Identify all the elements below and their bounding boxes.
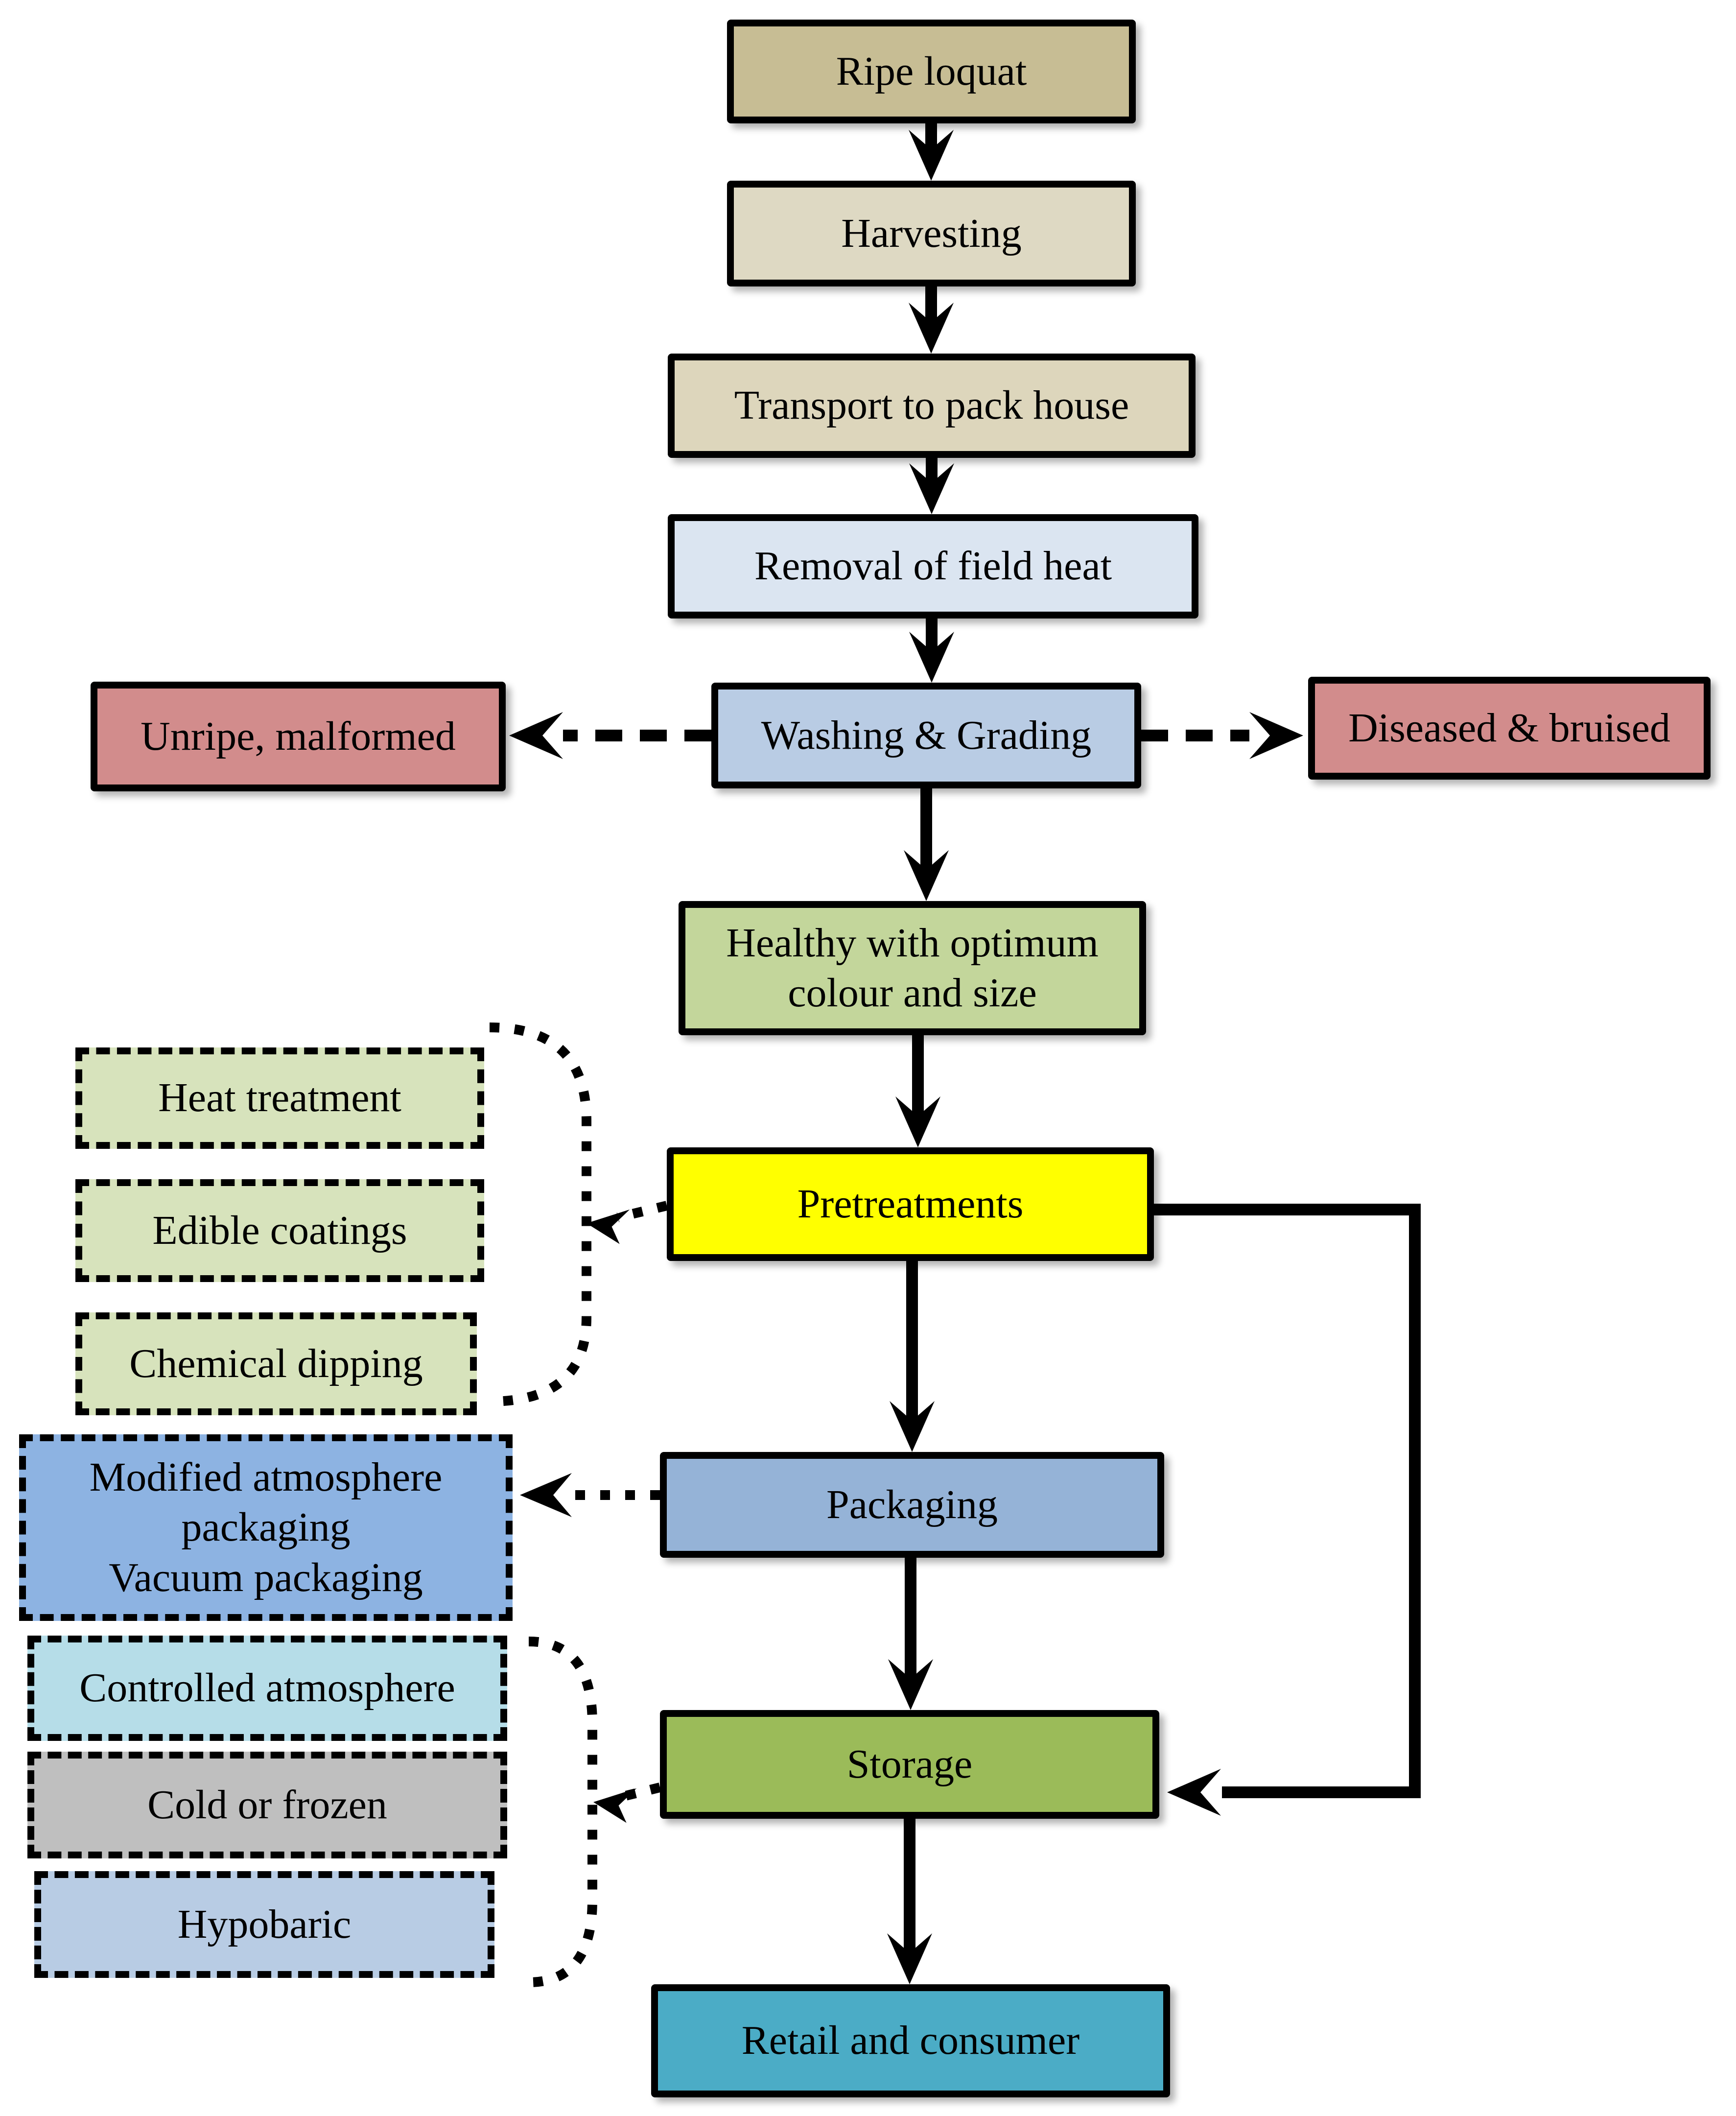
node-storage: Storage <box>660 1710 1159 1819</box>
dotted-arrow-packaging-to-map <box>520 1473 660 1517</box>
node-label: Controlled atmosphere <box>79 1665 455 1711</box>
arrow-harvesting-to-transport <box>909 286 954 354</box>
arrow-packaging-to-storage <box>888 1558 933 1710</box>
node-label: Storage <box>846 1741 973 1787</box>
node-cold-or-frozen: Cold or frozen <box>27 1752 507 1858</box>
node-label: Heat treatment <box>158 1075 401 1121</box>
dashed-arrow-washing-to-unripe <box>509 712 711 759</box>
arrow-transport-to-field-heat <box>909 458 954 514</box>
node-harvesting: Harvesting <box>727 181 1136 286</box>
node-modified-atmosphere-packaging: Modified atmosphere packaging Vacuum pac… <box>19 1434 513 1621</box>
elbow-arrow-pretreatments-to-storage <box>1154 1204 1421 1816</box>
node-label: Harvesting <box>841 210 1022 256</box>
node-ripe-loquat: Ripe loquat <box>727 20 1136 123</box>
arrow-healthy-to-pretreatments <box>895 1035 940 1147</box>
node-field-heat: Removal of field heat <box>668 514 1198 618</box>
node-label: Hypobaric <box>177 1901 352 1947</box>
node-washing-grading: Washing & Grading <box>711 683 1141 788</box>
arrow-washing-to-healthy <box>904 788 949 901</box>
node-pretreatments: Pretreatments <box>667 1147 1154 1261</box>
node-edible-coatings: Edible coatings <box>75 1179 484 1282</box>
node-label: Edible coatings <box>152 1207 407 1253</box>
node-packaging: Packaging <box>660 1452 1164 1558</box>
node-hypobaric: Hypobaric <box>34 1871 494 1978</box>
dashed-arrow-washing-to-diseased <box>1141 712 1303 759</box>
node-label: Cold or frozen <box>147 1782 387 1828</box>
node-label: Modified atmosphere packaging <box>89 1454 443 1550</box>
node-label: Washing & Grading <box>761 712 1092 758</box>
arrow-ripe-to-harvesting <box>909 123 954 181</box>
node-unripe-malformed: Unripe, malformed <box>91 682 506 791</box>
arrow-storage-to-retail <box>887 1819 932 1984</box>
node-label: Healthy with optimum colour and size <box>726 920 1099 1016</box>
node-label-line2: Vacuum packaging <box>109 1554 423 1600</box>
node-label: Packaging <box>826 1481 998 1527</box>
node-label: Pretreatments <box>797 1181 1024 1227</box>
node-healthy: Healthy with optimum colour and size <box>679 901 1146 1035</box>
node-label: Chemical dipping <box>129 1340 423 1386</box>
node-retail-consumer: Retail and consumer <box>651 1984 1170 2097</box>
arrow-field-heat-to-washing <box>909 618 954 683</box>
node-label: Retail and consumer <box>741 2018 1080 2064</box>
arrow-pretreatments-to-packaging <box>890 1261 935 1452</box>
node-heat-treatment: Heat treatment <box>75 1047 484 1149</box>
node-label: Transport to pack house <box>734 382 1129 428</box>
node-label: Diseased & bruised <box>1348 705 1670 751</box>
node-label: Ripe loquat <box>836 48 1027 94</box>
node-chemical-dipping: Chemical dipping <box>75 1312 477 1415</box>
storage-options-bracket <box>528 1637 661 1987</box>
node-transport: Transport to pack house <box>668 354 1196 458</box>
pretreatment-options-bracket <box>489 1022 668 1406</box>
node-diseased-bruised: Diseased & bruised <box>1308 677 1711 780</box>
node-label: Removal of field heat <box>754 543 1112 589</box>
node-label: Unripe, malformed <box>141 713 456 759</box>
node-controlled-atmosphere: Controlled atmosphere <box>27 1636 507 1741</box>
